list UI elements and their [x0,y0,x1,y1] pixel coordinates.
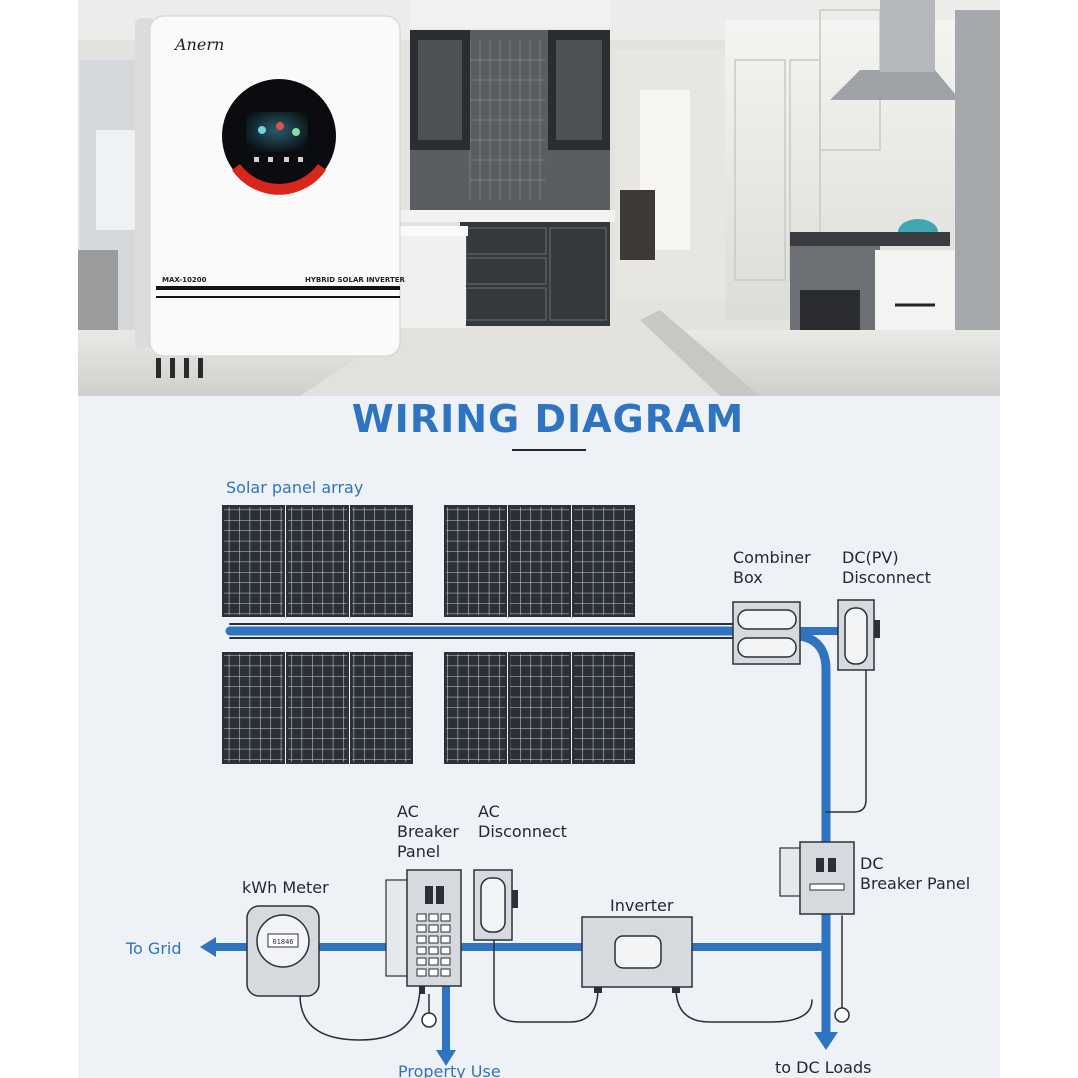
breaker-switch [416,946,427,955]
acbreaker-label-line3: Panel [397,842,440,861]
breaker-switch [416,968,427,977]
breaker-switch [428,957,439,966]
model-label: MAX-10200 [162,276,207,284]
solar-panel-4 [444,505,507,617]
ac-ground-icon [421,1012,437,1028]
to-dc-loads-label: to DC Loads [775,1058,871,1077]
breaker-switch [428,924,439,933]
inverter-unit [581,916,693,993]
solar-panel-5 [508,505,571,617]
breaker-switch [428,968,439,977]
diagram-title: WIRING DIAGRAM [352,397,744,441]
inverter-label: Inverter [610,896,674,915]
breaker-switch [440,935,451,944]
product-type-label: HYBRID SOLAR INVERTER [305,276,405,284]
solar-panel-7 [222,652,285,764]
kwh-meter: 01846 [246,905,320,997]
breaker-switch [440,946,451,955]
solar-panel-10 [444,652,507,764]
dc-pv-disconnect [837,599,880,671]
meter-reading: 01846 [272,938,293,946]
dc-breaker-panel [779,841,855,915]
solar-panel-11 [508,652,571,764]
solar-panel-3 [350,505,413,617]
breaker-switch [440,957,451,966]
dcbreaker-label-line2: Breaker Panel [860,874,970,893]
combiner-label-line2: Box [733,568,763,587]
title-underline [512,449,586,451]
inverter-product: Anern MAX-10200 HYBRID SOLAR INVERTER [135,15,405,378]
acbreaker-label-line2: Breaker [397,822,459,841]
breaker-switch [416,957,427,966]
combiner-box [732,601,801,665]
brand-logo: Anern [173,35,224,54]
acbreaker-label-line1: AC [397,802,419,821]
solar-panel-8 [286,652,349,764]
dc-ground-icon [834,1007,850,1023]
solar-panel-1 [222,505,285,617]
ac-disconnect [473,869,518,941]
dcbreaker-label-line1: DC [860,854,884,873]
breaker-switch [416,935,427,944]
breaker-switch [416,924,427,933]
dcpv-label-line2: Disconnect [842,568,931,587]
property-use-label: Property Use [398,1062,501,1078]
dcpv-label-line1: DC(PV) [842,548,899,567]
breaker-switch [428,913,439,922]
solar-array-label: Solar panel array [226,478,363,497]
acdisc-label-line2: Disconnect [478,822,567,841]
solar-panel-12 [572,652,635,764]
to-grid-label: To Grid [125,939,182,958]
combiner-label-line1: Combiner [733,548,811,567]
breaker-switch [440,968,451,977]
solar-panel-array [222,505,635,764]
acdisc-label-line1: AC [478,802,500,821]
breaker-switch [440,913,451,922]
breaker-switch [440,924,451,933]
breaker-switch [428,946,439,955]
solar-panel-6 [572,505,635,617]
breaker-switch [428,935,439,944]
kwh-label: kWh Meter [242,878,329,897]
ac-breaker-panel [385,869,462,994]
solar-panel-2 [286,505,349,617]
solar-panel-9 [350,652,413,764]
breaker-switch [416,913,427,922]
